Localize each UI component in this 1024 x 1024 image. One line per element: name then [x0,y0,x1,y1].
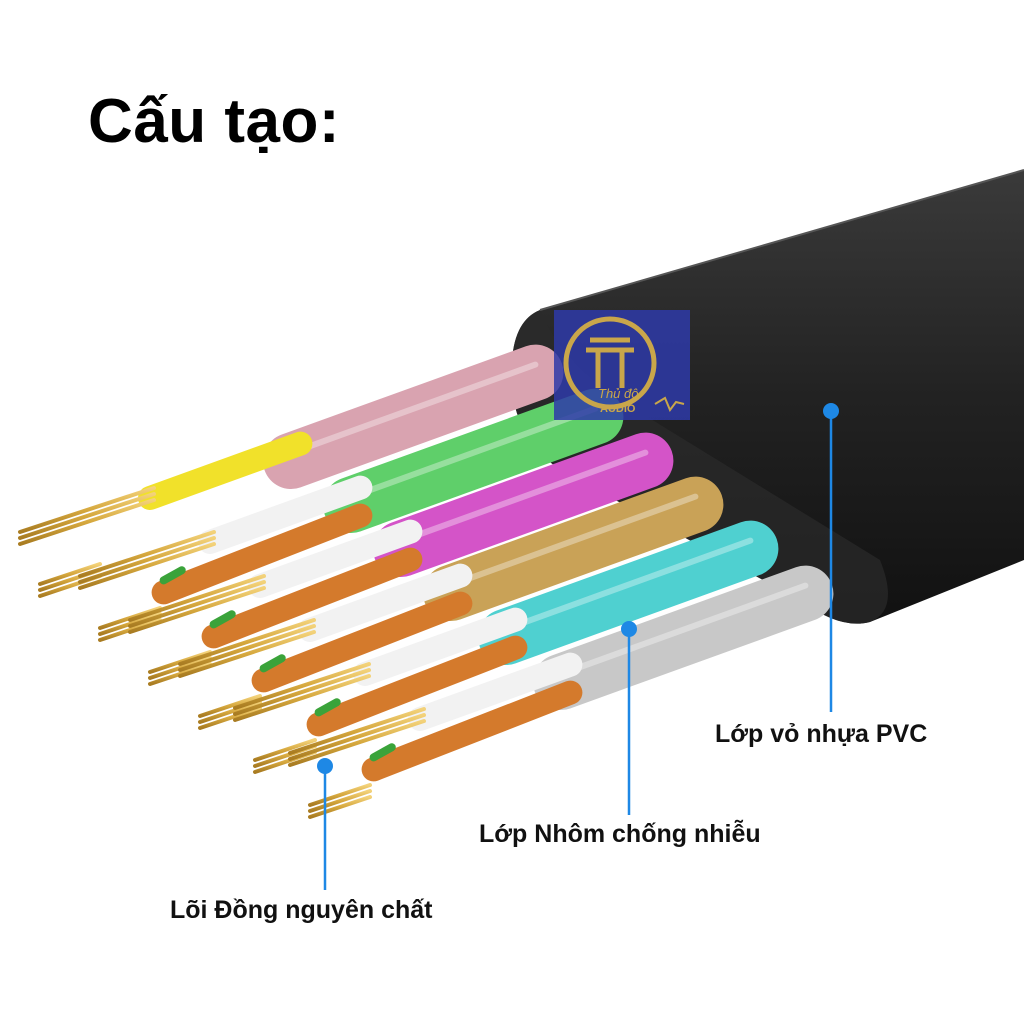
logo-text-line2: AUDIO [600,403,636,415]
callout-copper [317,758,333,890]
brand-logo: Thủ đô AUDIO [554,310,690,420]
pvc-jacket-label: Lớp vỏ nhựa PVC [715,720,927,749]
copper-strand [20,494,154,538]
copper-strand [20,500,154,544]
copper-strand [20,488,154,532]
aluminum-shield-label: Lớp Nhôm chống nhiễu [479,820,761,849]
copper-core-label: Lõi Đồng nguyên chất [170,896,433,925]
logo-text-line1: Thủ đô [598,386,638,401]
